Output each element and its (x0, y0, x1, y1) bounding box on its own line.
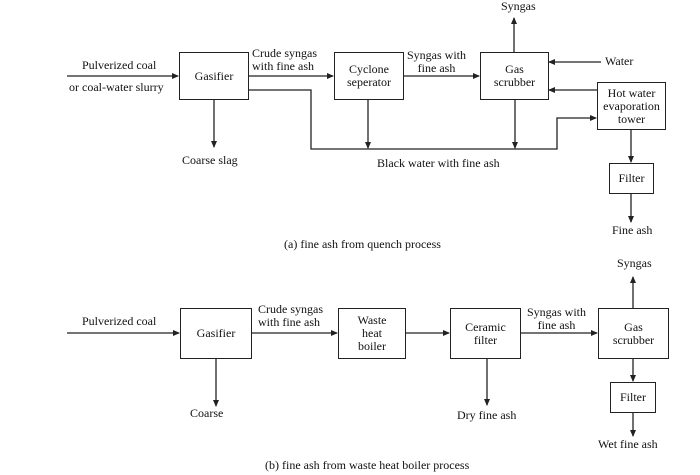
gas-scrubber-box-a: Gas scrubber (480, 52, 549, 100)
hot-water-label-line2: evaporation (603, 98, 660, 113)
filter-label-b: Filter (620, 390, 646, 404)
label-input-a-line1: Pulverized coal (82, 58, 157, 72)
label-crude-syngas-b: Crude syngas with fine ash (258, 303, 323, 329)
caption-a: (a) fine ash from quench process (284, 237, 441, 251)
label-crude-line1-a: Crude syngas (252, 46, 317, 60)
gas-scrubber-box-b: Gas scrubber (598, 308, 669, 359)
label-syngas-fine-line1-a: Syngas with (407, 48, 467, 62)
filter-box-b: Filter (610, 382, 656, 413)
gasifier-label-b: Gasifier (196, 326, 236, 340)
label-coarse-b: Coarse (190, 406, 224, 420)
label-water-in: Water (605, 54, 634, 68)
label-dry-fine-ash: Dry fine ash (457, 408, 517, 422)
whb-label-line3: boiler (358, 339, 386, 353)
label-black-water: Black water with fine ash (377, 156, 500, 170)
label-syngas-fine-line2-b: fine ash (537, 318, 576, 332)
waste-heat-boiler-box: Waste heat boiler (338, 308, 406, 359)
gasifier-box-a: Gasifier (179, 52, 249, 100)
cyclone-separator-box: Cyclone seperator (334, 52, 404, 100)
label-syngas-out-b: Syngas (617, 256, 652, 270)
scrubber-label-line2-a: scrubber (493, 75, 536, 89)
cyclone-label-line2: seperator (347, 75, 391, 89)
label-crude-syngas-a: Crude syngas with fine ash (252, 47, 317, 73)
label-crude-line2-b: with fine ash (258, 315, 320, 329)
label-wet-fine-ash: Wet fine ash (598, 437, 658, 451)
ceramic-filter-box: Ceramic filter (450, 308, 521, 359)
scrubber-label-line1-b: Gas (624, 319, 643, 334)
label-input-a-line2: or coal-water slurry (69, 80, 164, 94)
cyclone-label-line1: Cyclone (349, 62, 389, 76)
whb-label-line2: heat (362, 326, 382, 340)
label-input-b: Pulverized coal (82, 314, 157, 328)
label-syngas-fine-line2-a: fine ash (417, 61, 456, 75)
caption-b: (b) fine ash from waste heat boiler proc… (265, 458, 470, 472)
gasifier-box-b: Gasifier (180, 308, 252, 359)
hot-water-label-line1: Hot water (607, 85, 656, 100)
scrubber-label-line2-b: scrubber (612, 332, 655, 347)
label-crude-line2-a: with fine ash (252, 59, 314, 73)
line-gasifier-black-water (248, 89, 597, 150)
label-syngas-fine-ash-a: Syngas with fine ash (407, 49, 466, 75)
hot-water-tower-box: Hot water evaporation tower (597, 82, 666, 130)
hot-water-label-line3: tower (617, 111, 646, 126)
gasifier-label-a: Gasifier (194, 68, 234, 83)
label-syngas-out-a: Syngas (501, 0, 536, 13)
label-syngas-fine-ash-b: Syngas with fine ash (527, 306, 586, 332)
label-crude-line1-b: Crude syngas (258, 302, 323, 316)
filter-box-a: Filter (609, 163, 654, 194)
label-fine-ash: Fine ash (612, 223, 653, 237)
ceramic-label-line2: filter (473, 332, 498, 347)
filter-label-a: Filter (618, 171, 645, 185)
label-syngas-fine-line1-b: Syngas with (527, 305, 587, 319)
whb-label-line1: Waste (357, 313, 387, 327)
scrubber-label-line1-a: Gas (505, 62, 524, 76)
label-coarse-slag: Coarse slag (182, 153, 238, 167)
ceramic-label-line1: Ceramic (465, 319, 506, 334)
